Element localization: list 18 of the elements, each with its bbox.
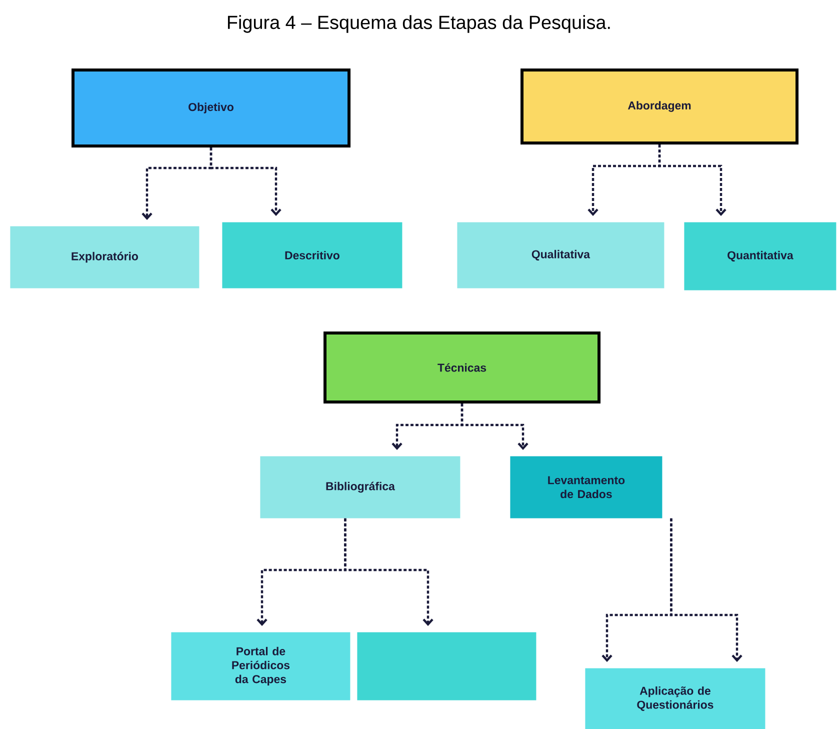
arrow [460, 404, 528, 450]
heading-box: Abordagem [520, 68, 798, 144]
heading-box: Objetivo [72, 68, 350, 148]
category-box: Levantamento de Dados [510, 456, 662, 518]
title: Figura 4 – Esquema das Etapas da Pesquisa. [228, 15, 610, 33]
arrow [658, 144, 726, 216]
category-box: Portal de Periódicos da Capes [171, 632, 350, 700]
empty-box [357, 632, 536, 700]
arrow [210, 148, 282, 216]
arrow [344, 518, 434, 626]
heading-box: Técnicas [324, 332, 600, 404]
arrow [670, 518, 742, 662]
category-box: Exploratório [10, 226, 200, 288]
category-box: Bibliográfica [260, 456, 460, 518]
category-box: Descritivo [222, 222, 402, 288]
category-box: Aplicação de Questionários [585, 668, 766, 729]
category-box: Quantitativa [684, 222, 836, 290]
category-box: Qualitativa [457, 222, 664, 288]
